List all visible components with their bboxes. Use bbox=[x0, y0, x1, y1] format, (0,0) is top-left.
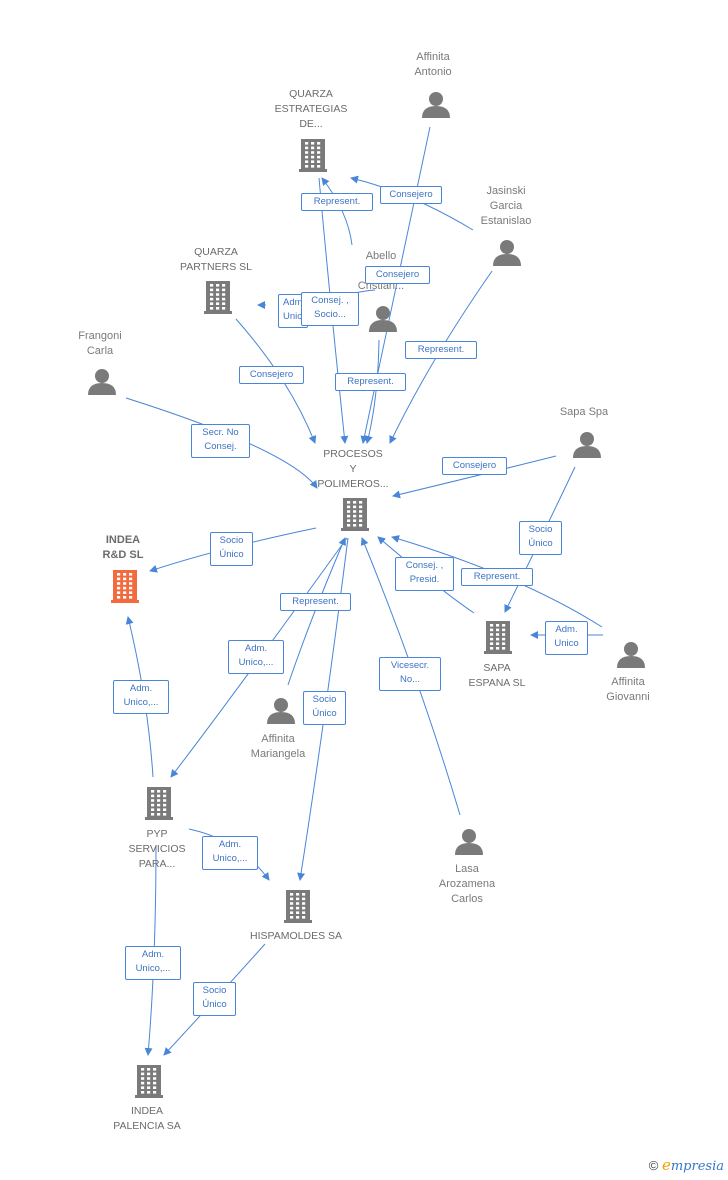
edge-label-e20[interactable]: Vicesecr. No... bbox=[379, 657, 441, 691]
node-label-lasa[interactable]: Lasa Arozamena Carlos bbox=[438, 863, 496, 905]
edge-label-e14[interactable]: Represent. bbox=[461, 568, 533, 586]
edge-label-e21[interactable]: Adm. Unico,... bbox=[202, 836, 258, 870]
node-label-affinita-giovanni[interactable]: Affinita Giovanni bbox=[606, 676, 650, 703]
building-icon[interactable] bbox=[284, 890, 312, 923]
building-icon[interactable] bbox=[135, 1065, 163, 1098]
edge-line bbox=[125, 397, 318, 489]
edge-label-e16[interactable]: Adm. Unico bbox=[545, 621, 588, 655]
edge-label-e18[interactable]: Adm. Unico,... bbox=[113, 680, 169, 714]
edge-line bbox=[392, 455, 557, 499]
node-icons bbox=[88, 92, 645, 1098]
node-label-quarza-estrategias[interactable]: QUARZA ESTRATEGIAS DE... bbox=[274, 88, 348, 130]
building-icon[interactable] bbox=[299, 139, 327, 172]
edge-label-e8[interactable]: Represent. bbox=[335, 373, 406, 391]
person-icon[interactable] bbox=[422, 92, 450, 118]
edge-label-e13[interactable]: Consej. , Presid. bbox=[395, 557, 454, 591]
building-icon[interactable] bbox=[204, 281, 232, 314]
person-icon[interactable] bbox=[88, 369, 116, 395]
node-label-indea-rd[interactable]: INDEA R&D SL bbox=[102, 534, 144, 561]
edge-line bbox=[364, 339, 380, 444]
edge-label-e10[interactable]: Consejero bbox=[442, 457, 507, 475]
person-icon[interactable] bbox=[493, 240, 521, 266]
person-icon[interactable] bbox=[267, 698, 295, 724]
node-label-sapa-espana[interactable]: SAPA ESPANA SL bbox=[468, 662, 526, 689]
edge-label-e2[interactable]: Represent. bbox=[301, 193, 373, 211]
edge-label-e5[interactable]: Consej. , Socio... bbox=[301, 292, 359, 326]
edge-label-e12[interactable]: Socio Único bbox=[519, 521, 562, 555]
edge-label-e1[interactable]: Consejero bbox=[380, 186, 442, 204]
brand-name: mpresia bbox=[670, 1159, 724, 1174]
node-label-frangoni[interactable]: Frangoni Carla bbox=[78, 330, 122, 357]
edge-label-e3[interactable]: Consejero bbox=[365, 266, 430, 284]
building-icon[interactable] bbox=[484, 621, 512, 654]
node-label-affinita-mariangela[interactable]: Affinita Mariangela bbox=[250, 733, 306, 760]
edge-label-e23[interactable]: Socio Único bbox=[193, 982, 236, 1016]
node-label-pyp[interactable]: PYP SERVICIOS PARA... bbox=[128, 828, 186, 870]
edge-label-e17[interactable]: Adm. Unico,... bbox=[228, 640, 284, 674]
node-label-indea-palencia[interactable]: INDEA PALENCIA SA bbox=[113, 1105, 181, 1132]
edge-line bbox=[170, 537, 348, 778]
person-icon[interactable] bbox=[455, 829, 483, 855]
edge-label-e15[interactable]: Represent. bbox=[280, 593, 351, 611]
node-label-procesos[interactable]: PROCESOS Y POLIMEROS... bbox=[317, 448, 389, 490]
node-label-hispamoldes[interactable]: HISPAMOLDES SA bbox=[250, 930, 342, 942]
node-label-sapa-spa[interactable]: Sapa Spa bbox=[559, 406, 609, 418]
footer-brand: © empresia bbox=[649, 1156, 724, 1174]
building-icon[interactable] bbox=[145, 787, 173, 820]
edge-label-e7[interactable]: Consejero bbox=[239, 366, 304, 384]
edge-label-e22[interactable]: Adm. Unico,... bbox=[125, 946, 181, 980]
building-icon[interactable] bbox=[341, 498, 369, 531]
edge-label-e19[interactable]: Socio Único bbox=[303, 691, 346, 725]
edge-label-e9[interactable]: Secr. No Consej. bbox=[191, 424, 250, 458]
person-icon[interactable] bbox=[573, 432, 601, 458]
person-icon[interactable] bbox=[369, 306, 397, 332]
node-label-jasinski[interactable]: Jasinski Garcia Estanislao bbox=[480, 185, 532, 227]
edge-label-e6[interactable]: Represent. bbox=[405, 341, 477, 359]
edge-line bbox=[287, 537, 346, 686]
node-label-affinita-antonio[interactable]: Affinita Antonio bbox=[414, 51, 452, 78]
edge-line bbox=[321, 177, 353, 246]
person-icon[interactable] bbox=[617, 642, 645, 668]
node-label-quarza-partners[interactable]: QUARZA PARTNERS SL bbox=[180, 246, 252, 273]
brand-e: e bbox=[661, 1156, 671, 1174]
edge-label-e11[interactable]: Socio Único bbox=[210, 532, 253, 566]
building-icon[interactable] bbox=[111, 570, 139, 603]
copyright-symbol: © bbox=[648, 1158, 659, 1173]
